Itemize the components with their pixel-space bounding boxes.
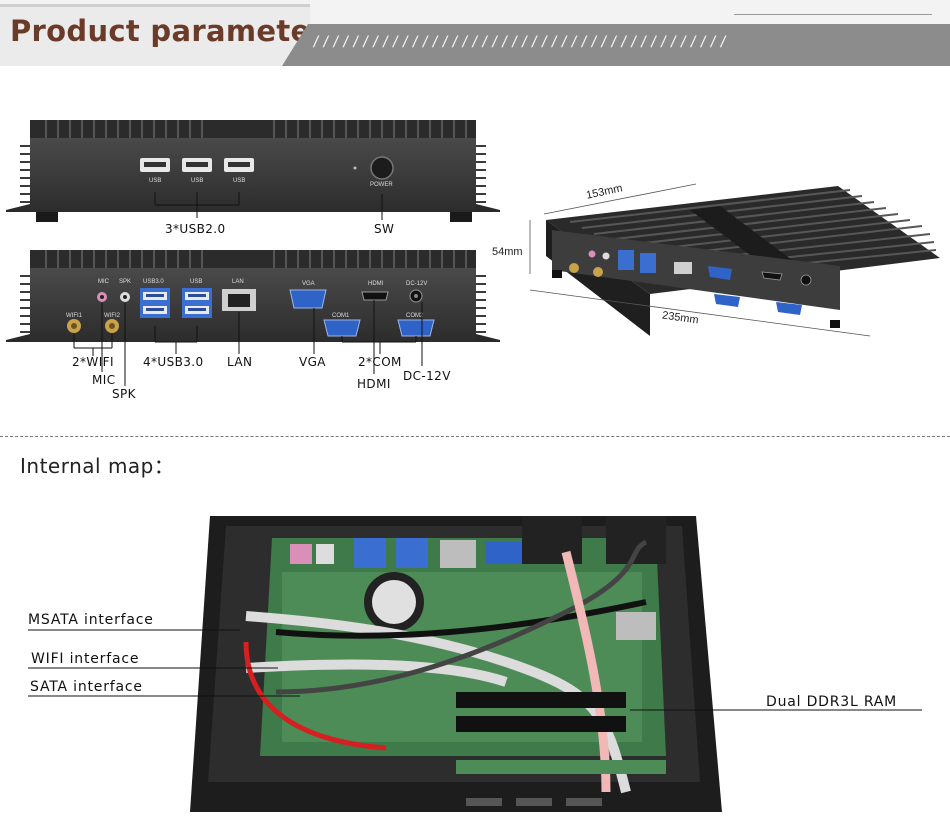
header-slash-pattern: ////////////////////////////////////////… (312, 34, 730, 50)
rear-label-dc: DC-12V (406, 281, 428, 287)
callout-mic: MIC (92, 373, 116, 387)
rear-panel-image: MIC SPK USB3.0 USB LAN VGA HDMI DC-12V C… (6, 246, 500, 350)
rear-label-hdmi: HDMI (368, 281, 384, 287)
rear-label-lan: LAN (232, 279, 244, 285)
front-usb-label-1: USB (149, 178, 162, 184)
header-tab (0, 4, 310, 66)
dimension-height: 54mm (492, 246, 523, 258)
rear-label-spk: SPK (119, 279, 132, 285)
front-panel-image: USB USB USB POWER (6, 116, 500, 222)
isometric-drawing (529, 183, 940, 337)
callout-com: 2*COM (358, 355, 402, 369)
callout-wifi-interface: WIFI interface (31, 651, 140, 667)
internal-board-image (186, 512, 726, 818)
rear-label-mic: MIC (98, 279, 109, 285)
internal-map-title: Internal map： (20, 454, 175, 478)
page-title: Product parameter (10, 14, 326, 48)
callout-usb20: 3*USB2.0 (165, 222, 226, 236)
front-usb-label-3: USB (233, 178, 246, 184)
rear-label-com1: COM1 (332, 313, 350, 319)
rear-label-com2: COM2 (406, 313, 424, 319)
front-power-label: POWER (370, 182, 393, 188)
callout-sata: SATA interface (30, 679, 143, 695)
front-usb-label-2: USB (191, 178, 204, 184)
header-stripe (282, 24, 950, 66)
rear-label-usb: USB (190, 279, 203, 285)
callout-ram: Dual DDR3L RAM (766, 694, 898, 710)
callout-spk: SPK (112, 387, 136, 401)
front-panel-drawing (6, 120, 500, 222)
isometric-device-image: 153mm 54mm 235mm (492, 170, 950, 350)
section-divider (0, 436, 950, 437)
rear-label-usb30: USB3.0 (143, 279, 164, 285)
callout-lan: LAN (227, 355, 253, 369)
callout-hdmi: HDMI (357, 377, 391, 391)
callout-vga: VGA (299, 355, 326, 369)
rear-panel-drawing (6, 250, 500, 342)
rear-label-vga: VGA (302, 281, 315, 287)
callout-wifi: 2*WIFI (72, 355, 114, 369)
rear-label-wifi1: WIFI1 (66, 313, 82, 319)
callout-usb30: 4*USB3.0 (143, 355, 204, 369)
header-rule (734, 14, 932, 15)
rear-label-wifi2: WIFI2 (104, 313, 120, 319)
callout-sw: SW (374, 222, 395, 236)
internal-board-drawing (190, 516, 722, 812)
callout-msata: MSATA interface (28, 612, 154, 628)
callout-dc: DC-12V (403, 369, 451, 383)
